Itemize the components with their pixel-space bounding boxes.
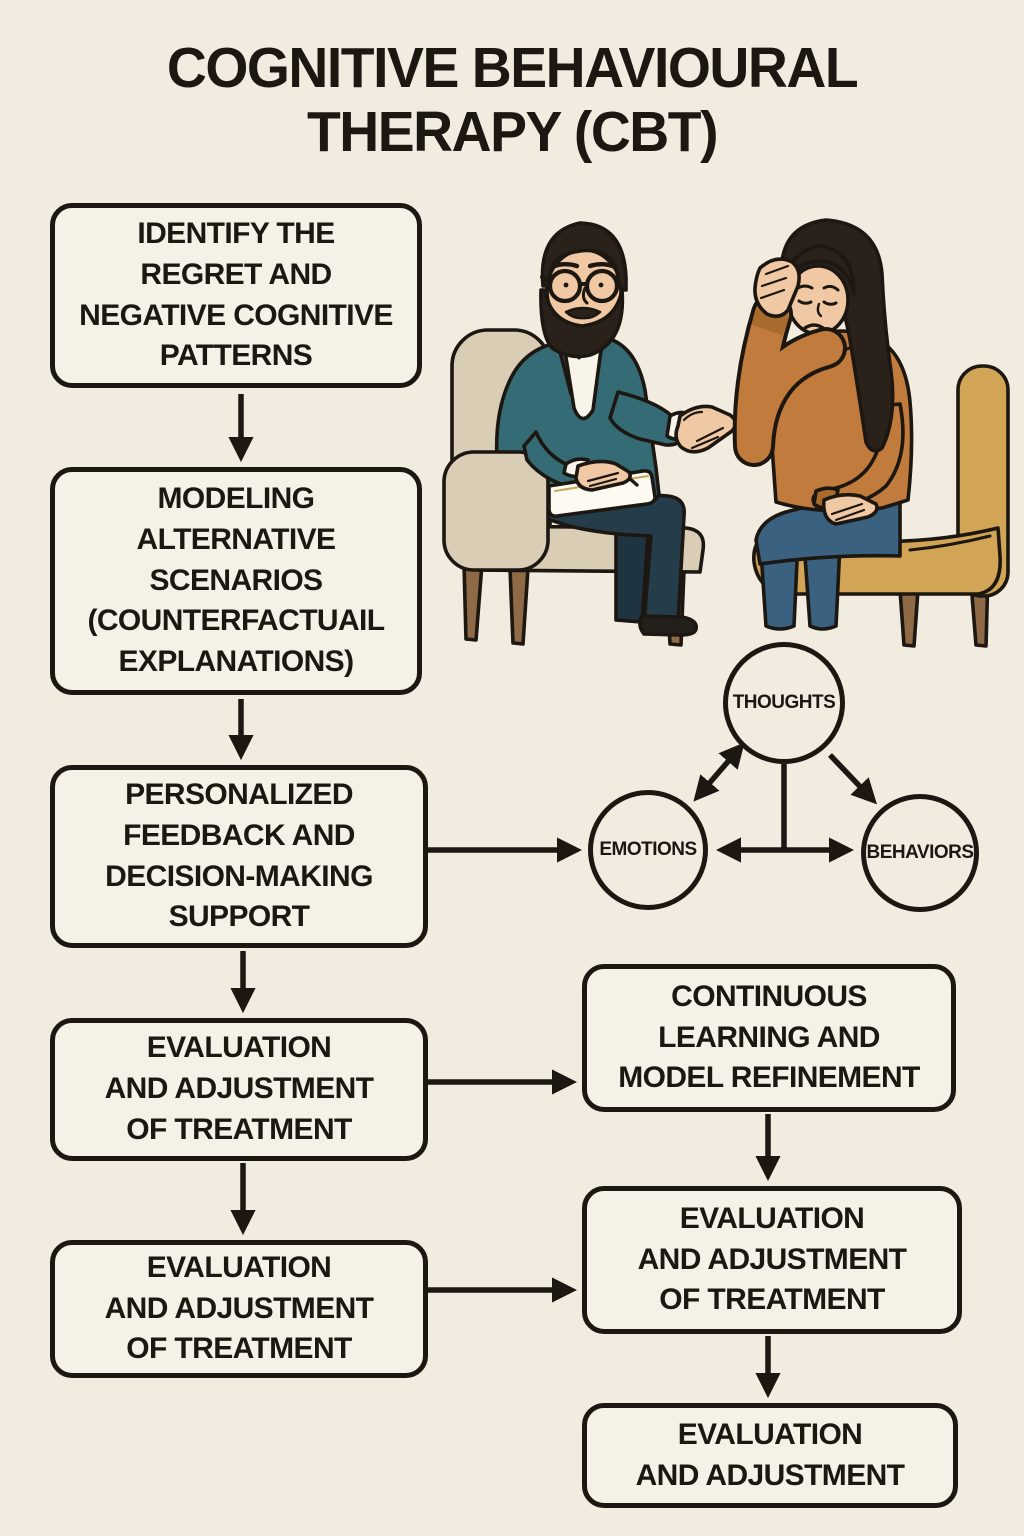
triangle-node-behaviors: BEHAVIORS [861, 794, 979, 912]
flow-box-evaluation-3: EVALUATION AND ADJUSTMENT OF TREATMENT [582, 1186, 962, 1334]
patient-figure [732, 218, 914, 631]
therapist-figure [442, 221, 738, 637]
therapist-gesturing-hand [674, 404, 738, 454]
therapist-head [539, 221, 628, 359]
flow-box-evaluation-1: EVALUATION AND ADJUSTMENT OF TREATMENT [50, 1018, 428, 1161]
triangle-node-thoughts: THOUGHTS [723, 642, 845, 764]
flow-box-evaluation-2: EVALUATION AND ADJUSTMENT OF TREATMENT [50, 1240, 428, 1378]
flow-box-continuous-learning: CONTINUOUS LEARNING AND MODEL REFINEMENT [582, 964, 956, 1112]
flow-box-identify-patterns: IDENTIFY THE REGRET AND NEGATIVE COGNITI… [50, 203, 422, 388]
triangle-node-emotions: EMOTIONS [588, 790, 708, 910]
page-title: COGNITIVE BEHAVIOURAL THERAPY (CBT) [166, 36, 859, 165]
therapy-session-illustration [430, 198, 1024, 650]
arrow-thoughts-emotions [693, 742, 745, 802]
flow-box-personalized-feedback: PERSONALIZED FEEDBACK AND DECISION-MAKIN… [50, 765, 428, 948]
flow-box-modeling-scenarios: MODELING ALTERNATIVE SCENARIOS (COUNTERF… [50, 467, 422, 695]
arrow-thoughts-to-behaviors [828, 753, 877, 805]
flow-box-evaluation-4: EVALUATION AND ADJUSTMENT [582, 1403, 958, 1508]
